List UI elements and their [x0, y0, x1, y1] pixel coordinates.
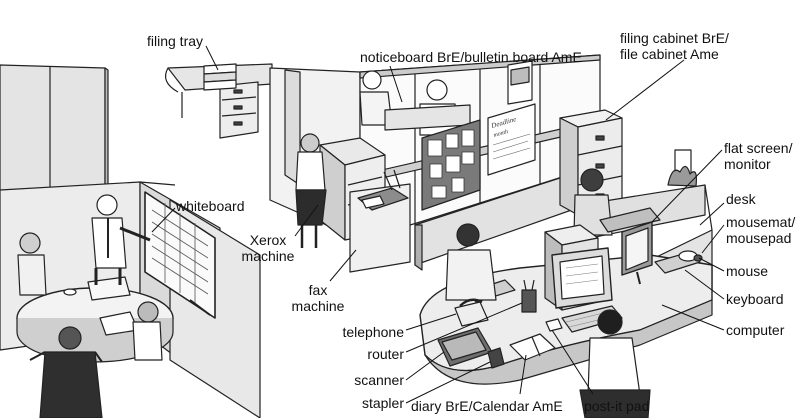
- back-desk: [165, 63, 273, 139]
- label-router: router: [367, 346, 404, 362]
- label-desk: desk: [726, 191, 756, 207]
- back-worker: [573, 168, 661, 236]
- fax-machine-illustration: [349, 169, 411, 273]
- label-noticeboard: noticeboard BrE/bulletin board AmE: [360, 49, 582, 65]
- label-fax-line2: machine: [291, 298, 345, 314]
- label-mousemat-line1: mousemat/: [726, 214, 796, 230]
- deadline-subheading: month: [493, 129, 509, 139]
- noticeboard-illustration: [421, 119, 481, 211]
- postit-illustration: [545, 318, 563, 332]
- label-xerox-machine: Xerox machine: [236, 232, 300, 264]
- front-workers: [445, 223, 651, 418]
- meeting-people: [17, 194, 163, 418]
- label-xerox-line2: machine: [241, 248, 295, 264]
- label-filing-tray: filing tray: [147, 33, 204, 49]
- label-filing-cabinet-line1: filing cabinet BrE/: [620, 30, 729, 46]
- label-xerox-line1: Xerox: [249, 232, 287, 248]
- label-scanner: scanner: [354, 372, 404, 388]
- plant-illustration: [667, 149, 697, 187]
- stapler-illustration: [487, 347, 505, 369]
- whiteboard-illustration: [144, 191, 216, 319]
- label-fax-line1: fax: [308, 282, 328, 298]
- crt-monitor: [551, 247, 613, 309]
- label-postit: post-it pad: [584, 398, 650, 414]
- flat-screen-illustration: [621, 221, 653, 285]
- label-flat-screen-line1: flat screen/: [724, 140, 793, 156]
- label-telephone: telephone: [342, 324, 404, 340]
- label-mouse: mouse: [726, 263, 769, 279]
- filing-tray-illustration: [203, 63, 237, 91]
- label-computer: computer: [726, 322, 785, 338]
- copier-woman: [295, 133, 327, 248]
- label-mousemat: mousemat/ mousepad: [726, 214, 795, 246]
- label-stapler: stapler: [361, 395, 404, 411]
- label-diary: diary BrE/Calendar AmE: [411, 398, 563, 414]
- diary-illustration: [509, 333, 556, 361]
- label-flat-screen: flat screen/ monitor: [724, 140, 792, 172]
- label-whiteboard: whiteboard: [176, 198, 245, 214]
- label-mousemat-line2: mousepad: [726, 230, 792, 246]
- router-illustration: [521, 279, 537, 313]
- office-men: [359, 70, 471, 136]
- label-filing-cabinet-line2: file cabinet Ame: [620, 46, 719, 62]
- label-fax-machine: fax machine: [286, 282, 350, 314]
- label-filing-cabinet: filing cabinet BrE/ file cabinet Ame: [620, 30, 729, 62]
- calendar-poster: [507, 60, 533, 105]
- label-flat-screen-line2: monitor: [724, 156, 771, 172]
- telephone-illustration: [454, 298, 489, 327]
- leader-lines: [151, 45, 725, 404]
- deadline-board: Deadline month: [487, 103, 536, 176]
- mouse-illustration: [678, 250, 703, 262]
- label-keyboard: keyboard: [726, 291, 784, 307]
